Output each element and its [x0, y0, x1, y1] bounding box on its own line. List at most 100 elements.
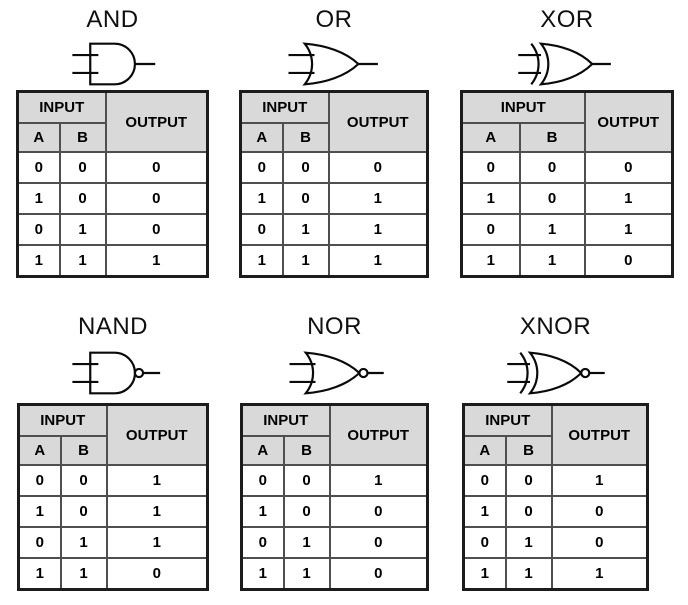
cell-a: 1: [239, 182, 284, 215]
cell-b: 1: [282, 526, 331, 559]
table-row: 0 0 1: [462, 464, 649, 497]
gate-panel-or: OR INPUT OUTPUT A B 0: [239, 6, 429, 278]
cell-a: 0: [462, 526, 507, 559]
negation-bubble: [357, 367, 369, 379]
cell-a: 1: [16, 182, 61, 215]
column-header-a: A: [16, 122, 61, 153]
gate-input-lines: [72, 362, 99, 384]
table-row: 0 0 1: [240, 464, 429, 497]
cell-out: 0: [550, 526, 649, 559]
gate-input-lines: [506, 362, 530, 384]
column-header-b: B: [282, 435, 331, 466]
gate-figure: [240, 341, 429, 403]
cell-a: 0: [240, 526, 285, 559]
cell-a: 1: [239, 244, 284, 278]
gate-figure: [17, 341, 209, 403]
table-row: 0 1 0: [462, 526, 649, 559]
table-row: 0 0 0: [16, 151, 209, 184]
cell-b: 0: [504, 495, 553, 528]
output-header: OUTPUT: [105, 403, 209, 466]
cell-a: 1: [462, 495, 507, 528]
gate-figure: [239, 34, 429, 90]
negation-bubble: [133, 367, 145, 379]
output-header: OUTPUT: [583, 90, 674, 153]
cell-out: 0: [104, 151, 209, 184]
column-header-a: A: [240, 435, 285, 466]
column-header-a: A: [17, 435, 62, 466]
table-row: 0 0 0: [239, 151, 429, 184]
table-row: 1 0 1: [460, 182, 674, 215]
gate-figure: [462, 341, 649, 403]
cell-b: 0: [504, 464, 553, 497]
cell-a: 0: [17, 464, 62, 497]
cell-a: 0: [460, 213, 521, 246]
cell-b: 1: [59, 557, 108, 591]
table-row: 1 0 0: [16, 182, 209, 215]
cell-out: 0: [327, 151, 429, 184]
or-gate-icon: [288, 42, 378, 86]
gate-title: NOR: [307, 313, 362, 340]
cell-b: 0: [281, 182, 330, 215]
column-header-b: B: [504, 435, 553, 466]
truth-table-xnor: INPUT OUTPUT A B 0 0 1 1 0 0: [462, 403, 649, 591]
cell-out: 0: [105, 557, 209, 591]
cell-b: 0: [518, 151, 586, 184]
gate-body: [538, 42, 594, 86]
gate-input-lines: [289, 362, 315, 384]
cell-b: 0: [59, 495, 108, 528]
truth-table-or: INPUT OUTPUT A B 0 0 0 1 0 1: [239, 90, 429, 278]
input-header: INPUT: [240, 403, 331, 437]
table-row: 0 0 1: [17, 464, 209, 497]
table-row: 0 1 0: [240, 526, 429, 559]
cell-out: 1: [327, 213, 429, 246]
gate-title: OR: [315, 6, 353, 33]
cell-a: 1: [240, 495, 285, 528]
table-row: 1 0 0: [240, 495, 429, 528]
input-header: INPUT: [16, 90, 107, 124]
truth-table-and: INPUT OUTPUT A B 0 0 0 1 0 0: [16, 90, 209, 278]
cell-out: 1: [583, 182, 674, 215]
table-row: 1 1 0: [240, 557, 429, 591]
input-header: INPUT: [239, 90, 330, 124]
gate-input-lines: [71, 53, 98, 75]
table-row: 1 1 1: [239, 244, 429, 278]
gate-title: NAND: [77, 313, 148, 340]
cell-b: 0: [518, 182, 586, 215]
gate-title: XOR: [540, 6, 594, 33]
table-row: 0 1 0: [16, 213, 209, 246]
cell-out: 0: [328, 495, 429, 528]
output-header: OUTPUT: [550, 403, 649, 466]
table-row: 1 0 0: [462, 495, 649, 528]
cell-out: 0: [104, 182, 209, 215]
column-header-a: A: [239, 122, 284, 153]
cell-out: 1: [327, 244, 429, 278]
cell-b: 0: [281, 151, 330, 184]
output-header: OUTPUT: [328, 403, 429, 466]
gate-panel-nor: NOR INPUT OUTPUT A B: [240, 313, 429, 591]
cell-a: 0: [240, 464, 285, 497]
table-row: 0 1 1: [460, 213, 674, 246]
table-row: 1 1 1: [16, 244, 209, 278]
gate-panel-nand: NAND INPUT OUTPUT A B: [17, 313, 209, 591]
cell-out: 0: [328, 526, 429, 559]
cell-a: 1: [460, 182, 521, 215]
truth-table-xor: INPUT OUTPUT A B 0 0 0 1 0 1: [460, 90, 674, 278]
cell-out: 1: [105, 526, 209, 559]
table-row: 0 1 1: [17, 526, 209, 559]
gate-extra-arc: [530, 43, 540, 85]
table-row: 1 0 1: [239, 182, 429, 215]
cell-a: 1: [462, 557, 507, 591]
cell-a: 1: [460, 244, 521, 278]
column-header-b: B: [281, 122, 330, 153]
cell-a: 0: [462, 464, 507, 497]
gate-body: [302, 42, 360, 86]
cell-out: 0: [583, 244, 674, 278]
cell-a: 0: [16, 151, 61, 184]
cell-a: 1: [17, 557, 62, 591]
cell-a: 1: [240, 557, 285, 591]
cell-b: 1: [518, 244, 586, 278]
cell-b: 1: [281, 244, 330, 278]
table-row: 0 1 1: [239, 213, 429, 246]
cell-a: 0: [16, 213, 61, 246]
cell-out: 1: [104, 244, 209, 278]
